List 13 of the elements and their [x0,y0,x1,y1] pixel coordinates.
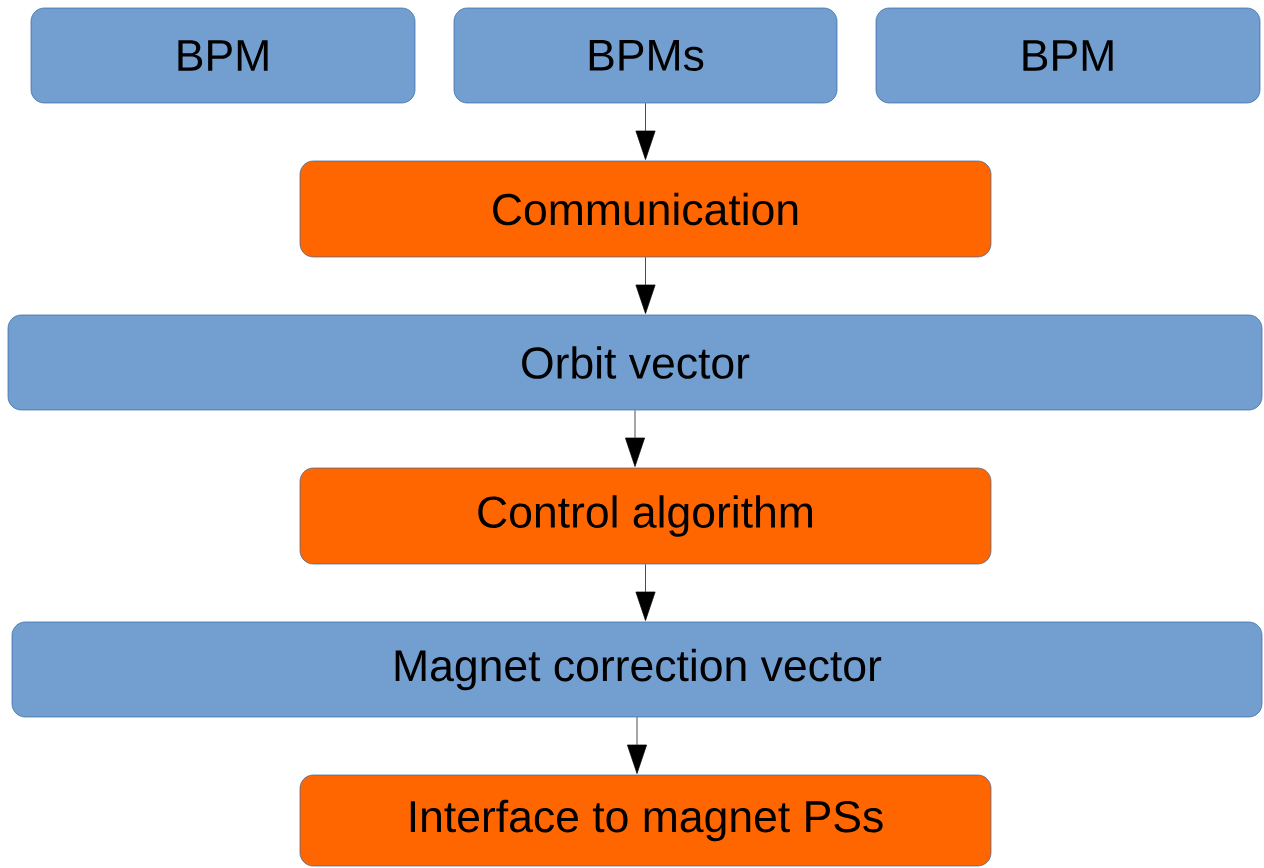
arrow [625,410,645,467]
sensor-box: BPM [875,7,1261,104]
data-band: Magnet correction vector [11,621,1263,718]
process-box: Communication [299,160,992,258]
arrow [635,257,656,314]
sensor-box: BPM [30,7,416,104]
process-box: Interface to magnet PSs [299,774,992,867]
sensor-box: BPMs [453,7,838,104]
arrow [635,103,656,160]
arrow [627,717,647,774]
arrow [635,564,656,621]
data-band: Orbit vector [7,314,1263,411]
process-box: Control algorithm [299,467,992,565]
